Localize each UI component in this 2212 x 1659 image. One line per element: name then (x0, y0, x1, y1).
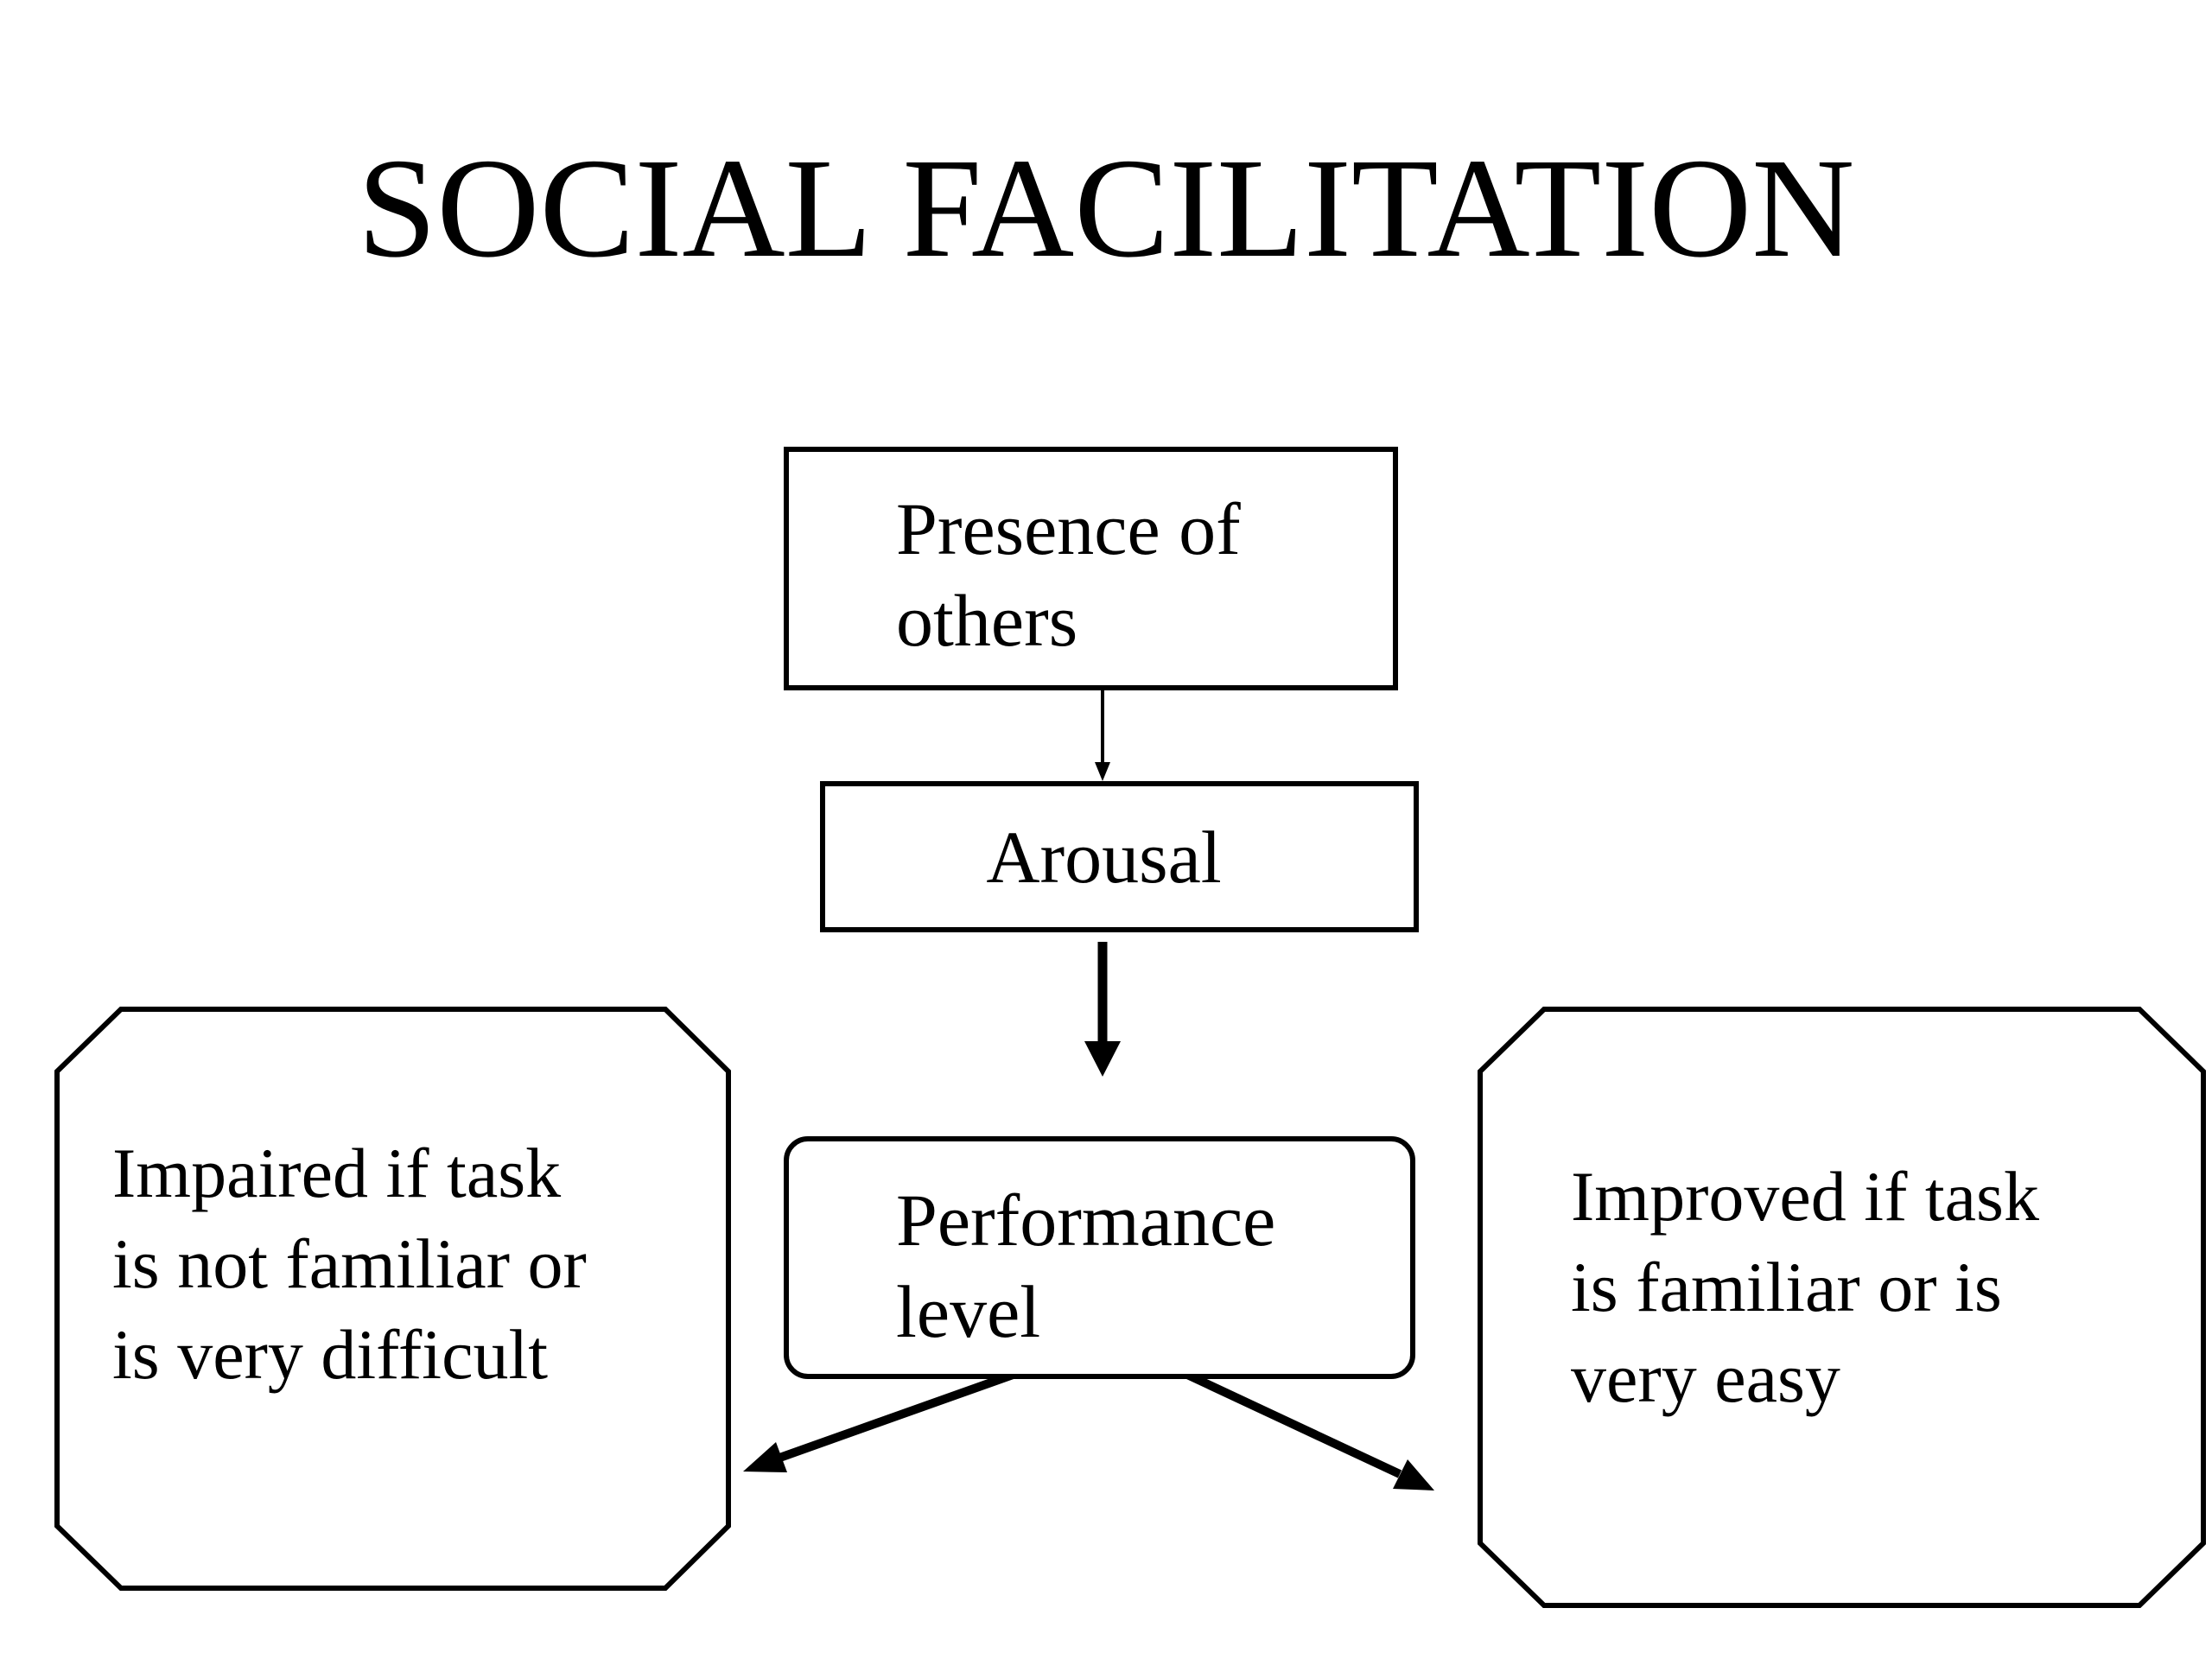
arrow-performance-to-improved (1183, 1370, 1434, 1491)
performance-level-box: Performance level (784, 1136, 1415, 1379)
arousal-box: Arousal (820, 781, 1419, 932)
impaired-label: Impaired if task is not familiar or is v… (112, 1128, 587, 1400)
presence-of-others-label: Presence of others (896, 483, 1241, 666)
arousal-label: Arousal (986, 816, 1222, 899)
presence-line-2: others (896, 579, 1078, 662)
improved-octagon (1478, 1007, 2206, 1608)
slide-title: SOCIAL FACILITATION (357, 129, 1855, 287)
performance-level-label: Performance level (896, 1174, 1275, 1357)
improved-line-3: very easy (1571, 1338, 1840, 1417)
presence-of-others-box: Presence of others (784, 447, 1398, 690)
performance-line-1: Performance (896, 1179, 1276, 1262)
arrow-arousal-to-performance (1084, 942, 1121, 1077)
impaired-octagon (54, 1007, 731, 1591)
impaired-line-2: is not familiar or (112, 1224, 587, 1303)
improved-line-2: is familiar or is (1571, 1248, 2002, 1326)
impaired-line-3: is very difficult (112, 1315, 549, 1394)
improved-line-1: Improved if task (1571, 1157, 2039, 1236)
arrow-performance-to-impaired (743, 1370, 1017, 1472)
improved-label: Improved if task is familiar or is very … (1571, 1151, 2039, 1423)
arrow-presence-to-arousal (1095, 678, 1110, 781)
performance-line-2: level (896, 1270, 1041, 1353)
impaired-line-1: Impaired if task (112, 1134, 562, 1212)
presence-line-1: Presence of (896, 487, 1241, 570)
